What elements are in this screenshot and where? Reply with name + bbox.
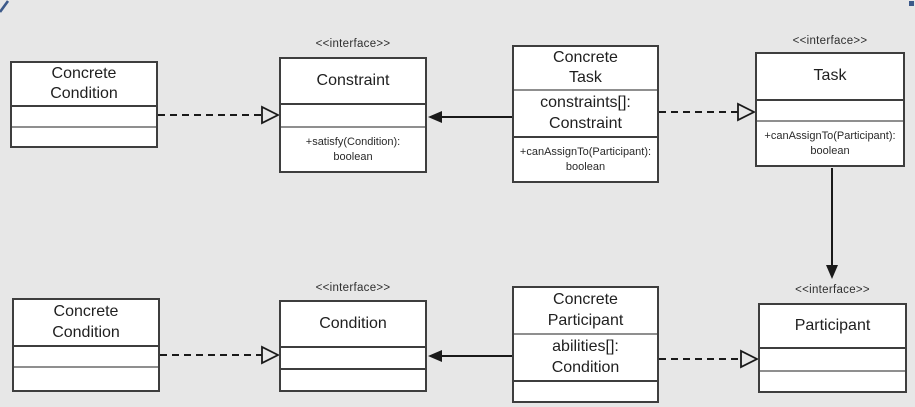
class-title: Concrete Participant <box>547 291 624 329</box>
class-methods-compartment <box>14 366 158 390</box>
association-arrow-concrete-participant-to-condition <box>428 350 512 362</box>
class-attributes-compartment <box>14 345 158 366</box>
association-arrow-task-to-participant <box>826 168 838 279</box>
class-attributes-compartment <box>12 105 156 126</box>
class-title: Constraint <box>316 71 390 89</box>
class-title: Concrete Condition <box>52 303 120 341</box>
corner-accent-top-left <box>0 0 10 13</box>
class-title: Participant <box>794 316 871 334</box>
condition-class-box[interactable]: Condition <box>279 300 427 392</box>
class-title: Task <box>813 67 847 85</box>
realization-arrow-concrete-condition-to-constraint <box>158 105 281 125</box>
class-methods-compartment: +canAssignTo(Participant): boolean <box>514 136 657 181</box>
realization-arrow-concrete-task-to-task <box>659 102 757 122</box>
participant-class-box[interactable]: Participant <box>758 303 907 393</box>
class-attributes-compartment <box>281 346 425 368</box>
constraint-stereotype-label: <<interface>> <box>315 38 391 50</box>
task-stereotype-label: <<interface>> <box>792 35 868 47</box>
realization-arrow-concrete-participant-to-participant <box>659 349 760 369</box>
class-methods-compartment: +canAssignTo(Participant): boolean <box>757 120 903 165</box>
participant-stereotype-label: <<interface>> <box>795 284 870 296</box>
class-methods-compartment <box>760 370 905 391</box>
condition-stereotype-label: <<interface>> <box>315 282 391 294</box>
class-methods-compartment: +satisfy(Condition): boolean <box>281 126 425 171</box>
realization-arrow-concrete-condition-to-condition <box>160 345 281 365</box>
class-attributes-compartment <box>281 103 425 126</box>
class-title: Condition <box>319 314 387 332</box>
task-class-box[interactable]: Task +canAssignTo(Participant): boolean <box>755 52 905 167</box>
class-methods-compartment <box>514 380 657 401</box>
concrete-condition-top-class-box[interactable]: Concrete Condition <box>10 61 158 148</box>
class-methods-compartment <box>12 126 156 146</box>
constraint-class-box[interactable]: Constraint +satisfy(Condition): boolean <box>279 57 427 173</box>
class-attributes-compartment: abilities[]: Condition <box>514 333 657 380</box>
class-methods-compartment <box>281 368 425 390</box>
concrete-condition-bottom-class-box[interactable]: Concrete Condition <box>12 298 160 392</box>
class-title: Concrete Condition <box>50 64 118 102</box>
class-attributes-compartment: constraints[]: Constraint <box>514 89 657 136</box>
concrete-task-class-box[interactable]: Concrete Task constraints[]: Constraint … <box>512 45 659 183</box>
corner-accent-top-right <box>909 1 914 6</box>
concrete-participant-class-box[interactable]: Concrete Participant abilities[]: Condit… <box>512 286 659 403</box>
class-attributes-compartment <box>760 347 905 370</box>
association-arrow-concrete-task-to-constraint <box>428 111 512 123</box>
class-attributes-compartment <box>757 99 903 120</box>
class-title: Concrete Task <box>553 48 618 86</box>
